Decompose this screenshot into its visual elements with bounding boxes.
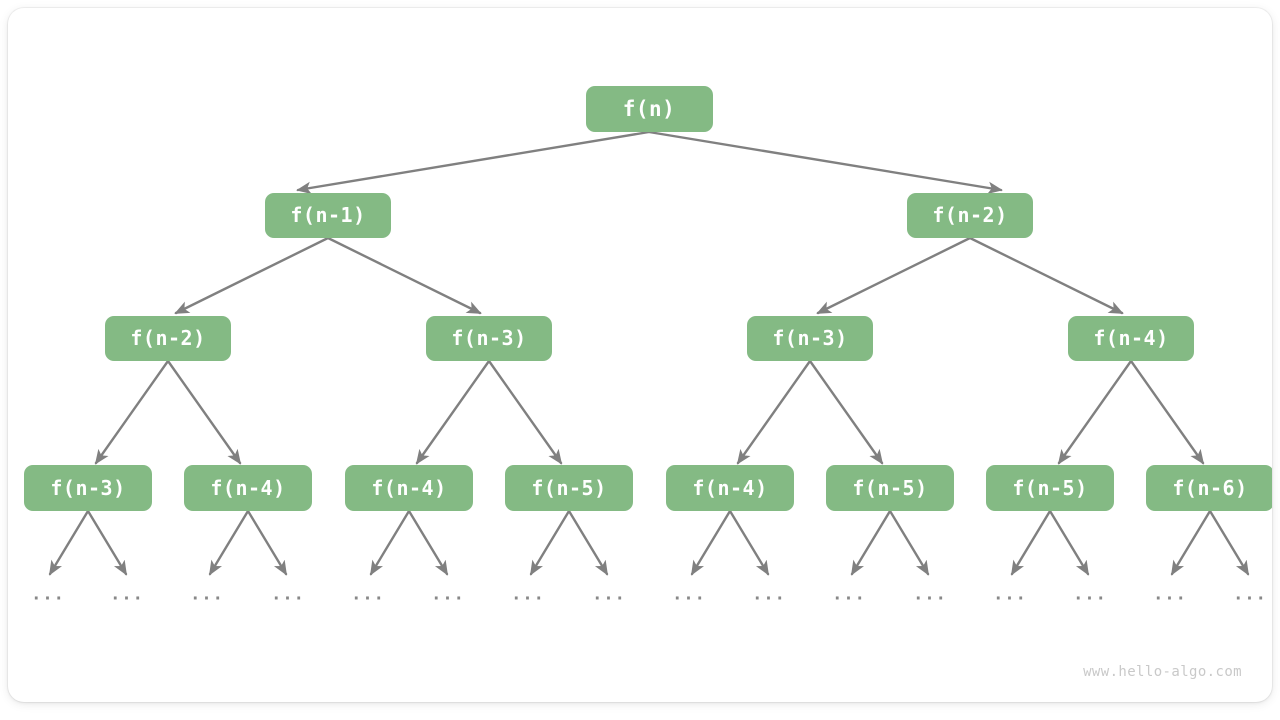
ellipsis-mark: ... <box>1233 584 1267 605</box>
ellipsis-mark: ... <box>752 584 786 605</box>
tree-node-fn-4[interactable]: f(n-4) <box>1068 315 1194 361</box>
tree-edge <box>487 359 563 465</box>
tree-node-fn-4[interactable]: f(n-4) <box>184 465 312 511</box>
tree-edge <box>326 236 482 315</box>
tree-edge <box>567 509 609 576</box>
tree-edge <box>816 236 972 315</box>
tree-node-fn-1[interactable]: f(n-1) <box>265 192 391 238</box>
ellipsis-mark: ... <box>1153 584 1187 605</box>
ellipsis-mark: ... <box>190 584 224 605</box>
tree-edge <box>1129 359 1205 465</box>
ellipsis-mark: ... <box>31 584 65 605</box>
tree-node-fn-5[interactable]: f(n-5) <box>505 465 633 511</box>
ellipsis-mark: ... <box>592 584 626 605</box>
ellipsis-mark: ... <box>832 584 866 605</box>
tree-edge <box>808 359 884 465</box>
ellipsis-mark: ... <box>993 584 1027 605</box>
tree-edge <box>415 359 491 465</box>
tree-edge <box>690 509 732 576</box>
tree-node-fn-4[interactable]: f(n-4) <box>666 465 794 511</box>
tree-node-fn-3[interactable]: f(n-3) <box>24 465 152 511</box>
tree-edge <box>1057 359 1133 465</box>
ellipsis-mark: ... <box>913 584 947 605</box>
tree-edge <box>1048 509 1090 576</box>
watermark-label: www.hello-algo.com <box>1083 664 1242 680</box>
tree-node-fn-2[interactable]: f(n-2) <box>907 192 1033 238</box>
ellipsis-mark: ... <box>672 584 706 605</box>
ellipsis-mark: ... <box>511 584 545 605</box>
diagram-canvas: f(n) f(n-1) f(n-2) f(n-2) f(n-3) f(n-3) f(n-4)… <box>8 8 1272 702</box>
tree-node-fn-5[interactable]: f(n-5) <box>986 465 1114 511</box>
tree-edge <box>968 236 1124 315</box>
tree-node-fn-6[interactable]: f(n-6) <box>1146 465 1272 511</box>
tree-edge <box>208 509 250 576</box>
tree-edge <box>166 359 242 465</box>
tree-node-fn-5[interactable]: f(n-5) <box>826 465 954 511</box>
ellipsis-mark: ... <box>431 584 465 605</box>
tree-node-fn[interactable]: f(n) <box>585 86 713 132</box>
tree-edge <box>728 509 770 576</box>
tree-edge <box>407 509 449 576</box>
tree-edge <box>1010 509 1052 576</box>
ellipsis-mark: ... <box>351 584 385 605</box>
tree-edge <box>48 509 90 576</box>
tree-edge <box>888 509 930 576</box>
edge-group <box>48 130 1250 576</box>
tree-edge <box>246 509 288 576</box>
tree-node-fn-3[interactable]: f(n-3) <box>747 315 873 361</box>
tree-edge <box>529 509 571 576</box>
ellipsis-mark: ... <box>1073 584 1107 605</box>
tree-edge <box>296 130 651 195</box>
tree-edge <box>94 359 170 465</box>
tree-edge <box>86 509 128 576</box>
tree-edge <box>369 509 411 576</box>
tree-edge <box>736 359 812 465</box>
ellipsis-mark: ... <box>271 584 305 605</box>
tree-edge <box>1208 509 1250 576</box>
tree-node-fn-4[interactable]: f(n-4) <box>345 465 473 511</box>
tree-edge <box>850 509 892 576</box>
tree-edge <box>1170 509 1212 576</box>
ellipsis-mark: ... <box>110 584 144 605</box>
recursion-tree-edges <box>48 130 1250 576</box>
tree-node-fn-2[interactable]: f(n-2) <box>105 315 231 361</box>
tree-edge <box>647 130 1003 195</box>
tree-edge <box>174 236 330 315</box>
tree-node-fn-3[interactable]: f(n-3) <box>426 315 552 361</box>
